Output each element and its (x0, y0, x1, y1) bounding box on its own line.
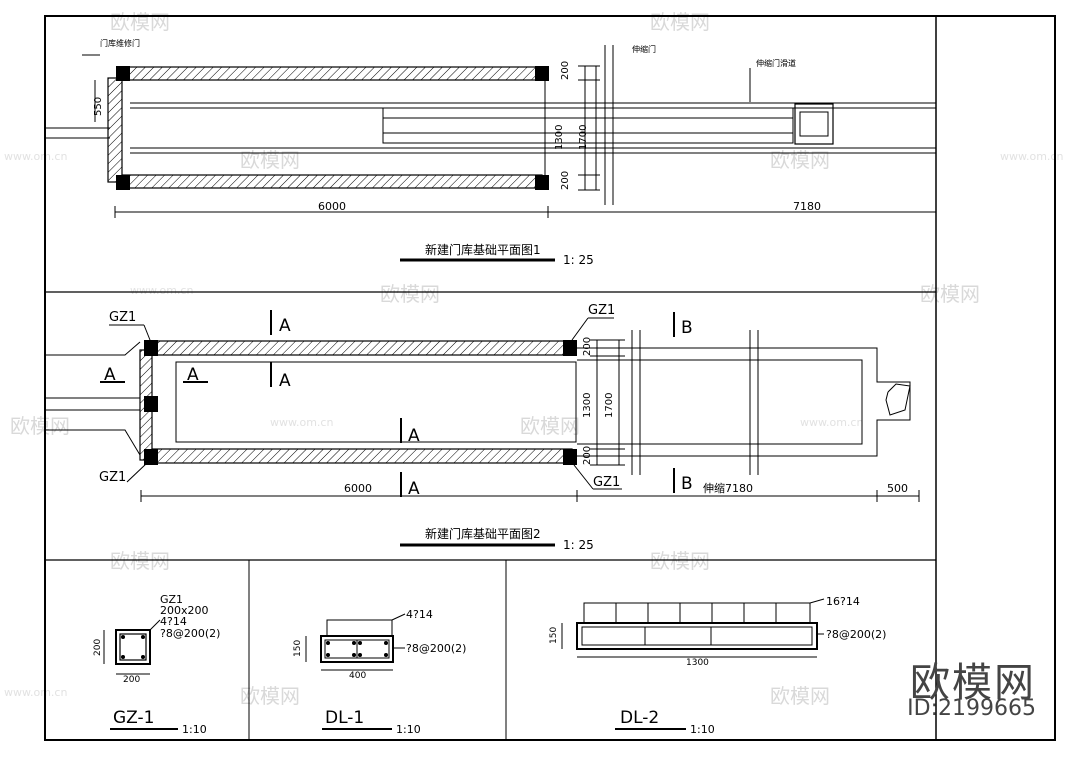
svg-text:200: 200 (582, 337, 593, 356)
watermark-url: www.om.cn (800, 416, 864, 429)
dl2-scale: 1:10 (690, 723, 715, 736)
beam-bottom (121, 174, 543, 189)
watermark-text: 欧模网 (650, 549, 710, 573)
svg-text:400: 400 (349, 671, 366, 681)
svg-text:1300: 1300 (686, 658, 709, 668)
svg-text:200x200: 200x200 (160, 604, 209, 617)
column (535, 66, 549, 81)
column (563, 340, 577, 356)
svg-text:?8@200(2): ?8@200(2) (160, 627, 220, 640)
gate-box (794, 103, 834, 145)
svg-text:4?14: 4?14 (160, 615, 187, 628)
beam-top (121, 66, 543, 81)
gz1-label: GZ1 (109, 310, 136, 325)
gz1-detail: GZ1 200x200 4?14 ?8@200(2) 200 200 GZ-1 … (93, 593, 220, 736)
dl2-detail: 16?14 ?8@200(2) 150 1300 DL-2 1:10 (549, 595, 886, 736)
watermark-url: www.om.cn (130, 284, 194, 297)
watermark-text: 欧模网 (110, 549, 170, 573)
watermark-text: 欧模网 (920, 282, 980, 306)
svg-text:?8@200(2): ?8@200(2) (406, 642, 466, 655)
plan-2: 200 1300 1700 200 A A A A A A B B GZ1 GZ… (45, 303, 920, 552)
gz1-label: GZ1 (99, 470, 126, 485)
sliding-gate-lattice (382, 107, 794, 144)
svg-text:伸缩门滑道: 伸缩门滑道 (756, 58, 796, 68)
svg-text:?8@200(2): ?8@200(2) (826, 628, 886, 641)
beam-top (151, 340, 573, 356)
section-mark-a: A (408, 479, 420, 499)
watermark-text: 欧模网 (520, 414, 580, 438)
column (563, 449, 577, 465)
watermark-text: 欧模网 (770, 148, 830, 172)
section-mark-a: A (408, 426, 420, 446)
svg-text:200: 200 (93, 639, 103, 656)
section-mark-a: A (279, 316, 291, 336)
column (144, 449, 158, 465)
watermark-text: 欧模网 (380, 282, 440, 306)
watermark-logo: 欧模网 (910, 660, 1036, 706)
section-mark-a: A (187, 365, 199, 385)
column (535, 175, 549, 190)
column (116, 66, 130, 81)
watermark-text: 欧模网 (240, 684, 300, 708)
gz1-title: GZ-1 (113, 708, 154, 728)
svg-text:200: 200 (560, 171, 571, 190)
watermark-text: 欧模网 (240, 148, 300, 172)
svg-text:1700: 1700 (604, 393, 615, 418)
svg-text:GZ1: GZ1 (160, 593, 183, 606)
svg-text:200: 200 (582, 446, 593, 465)
watermark-url: www.om.cn (1000, 150, 1064, 163)
plan-2-scale: 1: 25 (563, 538, 594, 552)
watermark-text: 欧模网 (770, 684, 830, 708)
svg-text:1700: 1700 (578, 125, 589, 150)
svg-text:6000: 6000 (318, 200, 346, 213)
svg-text:200: 200 (123, 675, 140, 685)
dl2-title: DL-2 (620, 708, 659, 728)
watermark-text: 欧模网 (10, 414, 70, 438)
watermark-text: 欧模网 (650, 10, 710, 34)
svg-text:150: 150 (293, 640, 303, 657)
plan-1: 200 1300 1700 200 6000 7180 550 门库维修门 伸缩… (45, 38, 936, 267)
section-mark-b: B (681, 474, 693, 494)
svg-text:500: 500 (887, 482, 908, 495)
watermark-url: www.om.cn (270, 416, 334, 429)
svg-text:1300: 1300 (554, 125, 565, 150)
beam-bottom (151, 448, 573, 464)
watermark-url: www.om.cn (4, 150, 68, 163)
svg-text:4?14: 4?14 (406, 608, 433, 621)
section-mark-a: A (104, 365, 116, 385)
column (144, 396, 158, 412)
watermark-id: ID:2199665 (907, 696, 1036, 721)
watermark-url: www.om.cn (4, 686, 68, 699)
column (116, 175, 130, 190)
svg-text:1300: 1300 (582, 393, 593, 418)
plan-1-scale: 1: 25 (563, 253, 594, 267)
dl1-detail: 4?14 ?8@200(2) 150 400 DL-1 1:10 (293, 608, 466, 736)
svg-text:门库维修门: 门库维修门 (100, 38, 140, 48)
svg-text:7180: 7180 (793, 200, 821, 213)
plan-1-title: 新建门库基础平面图1 (425, 242, 541, 257)
column (144, 340, 158, 356)
svg-text:6000: 6000 (344, 482, 372, 495)
gz1-scale: 1:10 (182, 723, 207, 736)
drawing-frame (44, 15, 1056, 741)
plan-2-title: 新建门库基础平面图2 (425, 526, 541, 541)
dl1-title: DL-1 (325, 708, 364, 728)
svg-text:伸缩7180: 伸缩7180 (703, 482, 753, 495)
dl1-scale: 1:10 (396, 723, 421, 736)
section-mark-b: B (681, 318, 693, 338)
svg-text:200: 200 (560, 61, 571, 80)
gz1-label: GZ1 (588, 303, 615, 318)
section-mark-a: A (279, 371, 291, 391)
svg-text:16?14: 16?14 (826, 595, 860, 608)
svg-text:550: 550 (93, 97, 104, 116)
svg-text:150: 150 (549, 627, 559, 644)
watermark-text: 欧模网 (110, 10, 170, 34)
gz1-label: GZ1 (593, 475, 620, 490)
svg-text:伸缩门: 伸缩门 (632, 44, 656, 54)
